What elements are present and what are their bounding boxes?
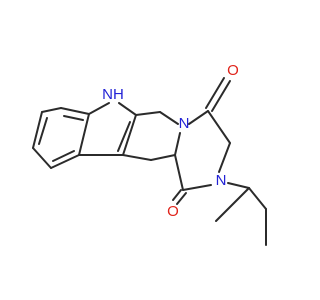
double-bond: [176, 192, 187, 205]
oxygen-label: O: [227, 62, 239, 79]
bond: [41, 107, 62, 113]
oxygen-label: O: [167, 203, 179, 220]
bond: [248, 187, 267, 210]
piperidine-ring: [122, 111, 181, 161]
bond: [215, 187, 250, 222]
double-bond: [211, 80, 231, 112]
bond: [88, 102, 110, 115]
double-bond: [172, 189, 182, 201]
bond: [32, 147, 52, 169]
amide-n-label: N: [216, 172, 227, 189]
sec-butyl-group: [215, 182, 267, 246]
benzene-ring: [32, 107, 90, 169]
bond: [150, 154, 176, 161]
aromatic-bond: [117, 121, 131, 152]
bond: [118, 102, 137, 116]
carbonyl-bottom: [172, 189, 187, 205]
diketopiperazine-ring: [174, 110, 231, 191]
carbonyl-top: [205, 77, 231, 112]
bond: [60, 107, 90, 115]
bond: [207, 110, 231, 144]
bond: [32, 111, 43, 149]
bond: [135, 111, 161, 116]
bond: [159, 111, 179, 125]
aromatic-bond: [52, 150, 75, 162]
bond: [218, 142, 231, 173]
aromatic-bond: [38, 117, 48, 145]
bond: [174, 154, 184, 191]
bond: [122, 154, 152, 161]
pyrrole-ring: [78, 102, 137, 156]
bond: [122, 114, 137, 156]
molecule-structure: NH N N O O: [32, 62, 267, 246]
bond: [174, 132, 181, 156]
bond: [78, 113, 90, 156]
amide-n-label: N: [179, 115, 190, 132]
double-bond: [205, 77, 225, 109]
bond: [188, 110, 209, 125]
nh-label: NH: [102, 86, 124, 103]
bond: [227, 182, 250, 189]
bond: [182, 184, 212, 191]
bond: [50, 154, 80, 169]
aromatic-bond: [63, 115, 84, 121]
molecule-canvas: NH N N O O: [32, 61, 267, 246]
atom-labels: NH N N O O: [102, 62, 239, 220]
